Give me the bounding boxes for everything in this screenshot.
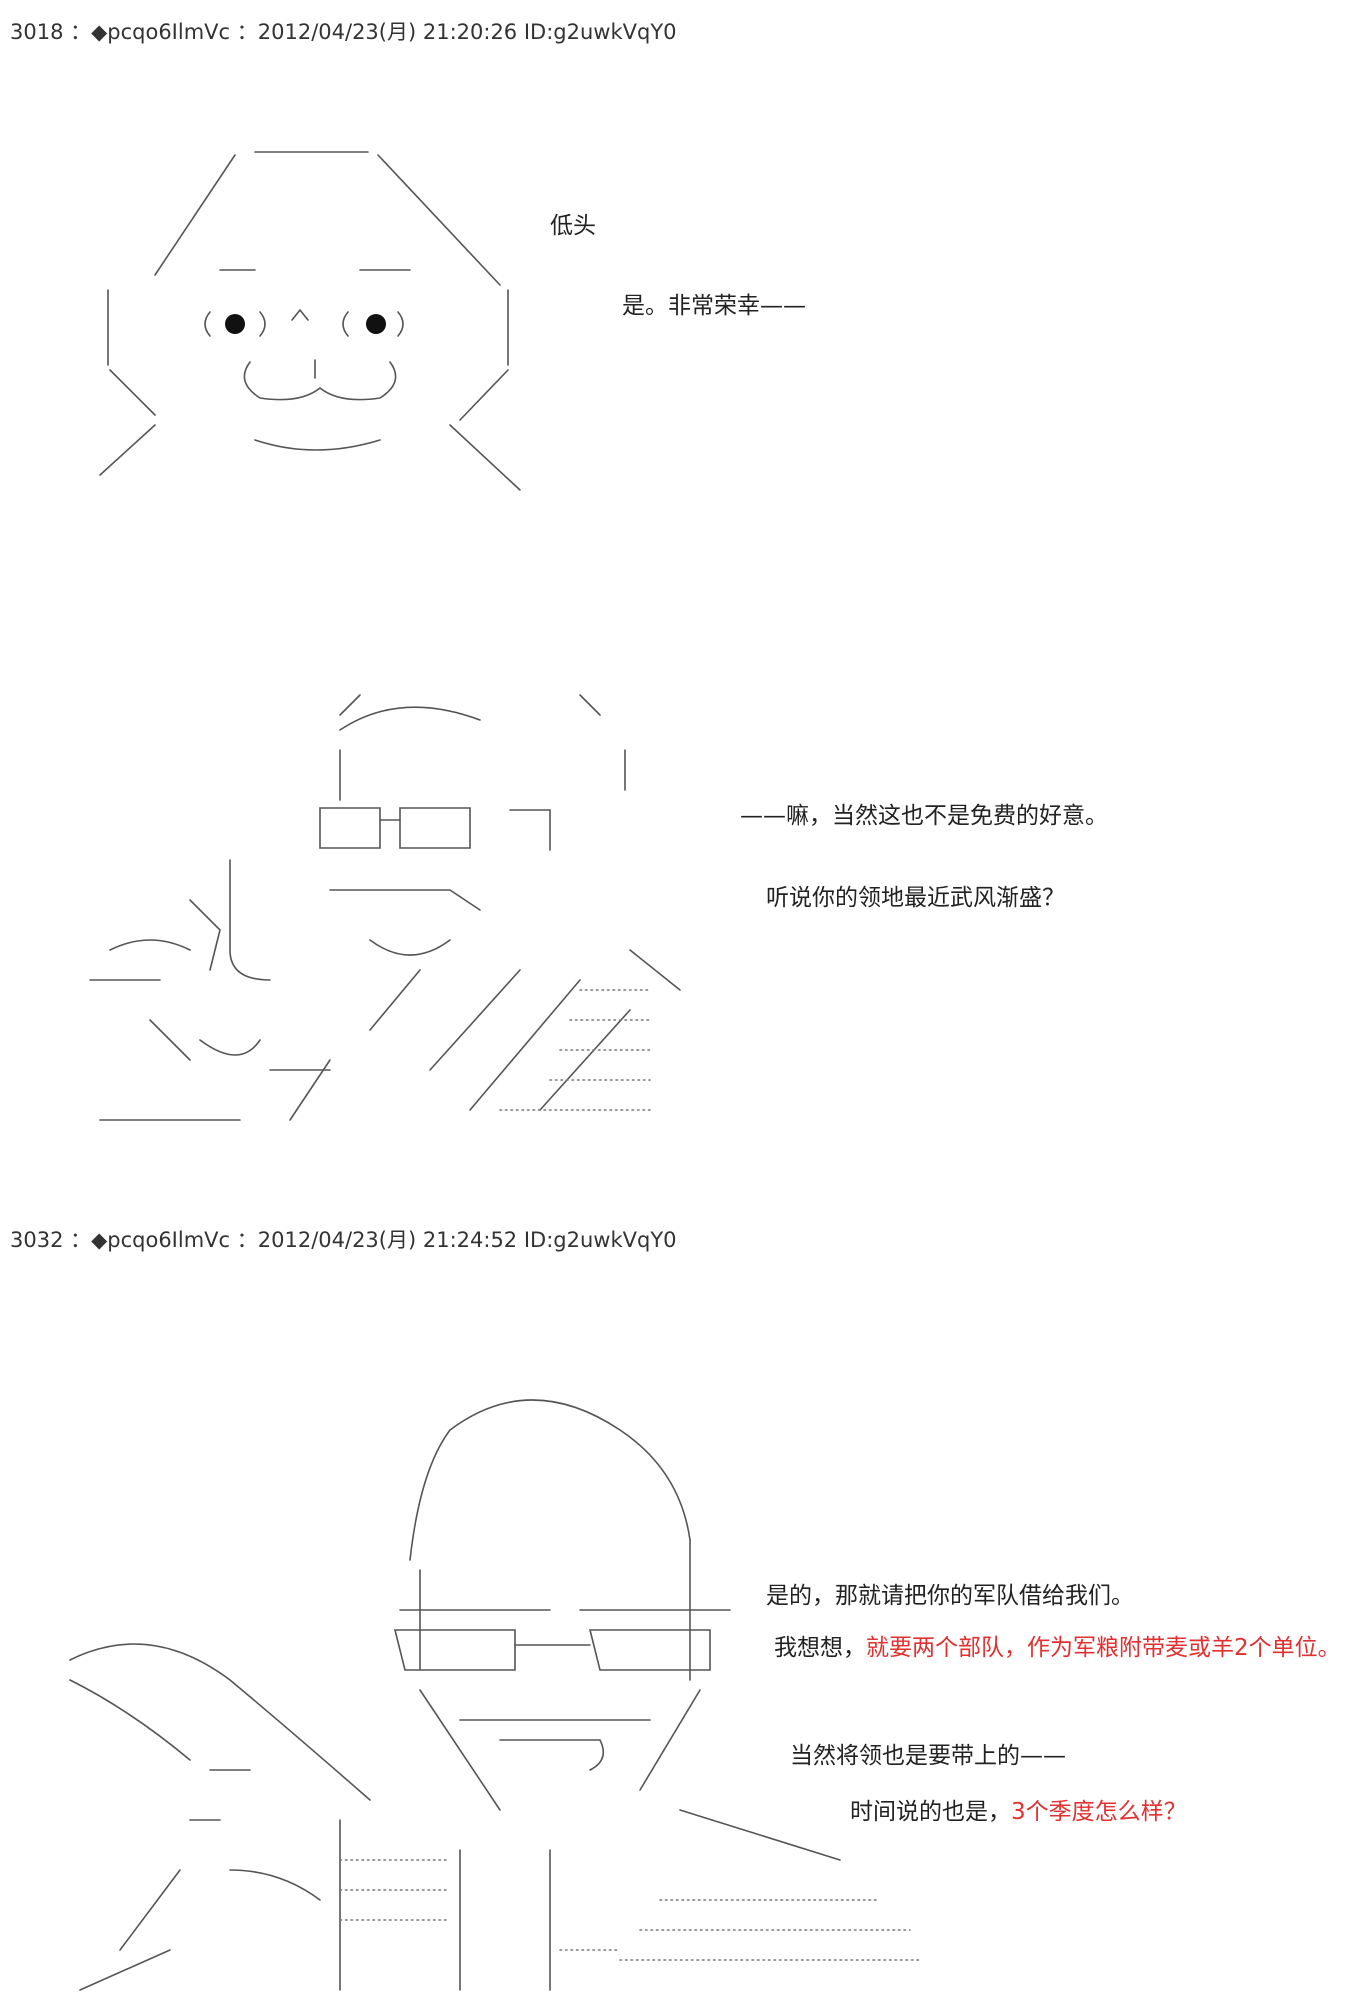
dialog-text-highlight: 就要两个部队，作为军粮附带麦或羊2个单位。 bbox=[866, 1635, 1341, 1661]
dialog-text: 我想想， bbox=[774, 1635, 866, 1661]
dialog-line: 当然将领也是要带上的—— bbox=[790, 1743, 1066, 1769]
post-header: 3018 ：◆pcqo6IlmVc ：2012/04/23(月) 21:20:2… bbox=[10, 20, 677, 44]
dialog-line: 听说你的领地最近武风渐盛？ bbox=[766, 885, 1065, 911]
dialog-text-highlight: 3个季度怎么样？ bbox=[1011, 1799, 1187, 1825]
dialog-line: 是。非常荣幸—— bbox=[622, 293, 806, 319]
dialog-line: 是的，那就请把你的军队借给我们。 bbox=[766, 1583, 1134, 1609]
ascii-art-face bbox=[60, 140, 540, 510]
ascii-art-man-sunglasses bbox=[60, 1390, 930, 2000]
dialog-line: ——嘛，当然这也不是免费的好意。 bbox=[740, 803, 1108, 829]
dialog-line: 低头 bbox=[550, 213, 596, 239]
dialog-line: 我想想，就要两个部队，作为军粮附带麦或羊2个单位。 bbox=[774, 1628, 1341, 1662]
post-header: 3032 ：◆pcqo6IlmVc ：2012/04/23(月) 21:24:5… bbox=[10, 1228, 677, 1252]
ascii-art-man-glasses bbox=[70, 690, 700, 1130]
dialog-text: 时间说的也是， bbox=[850, 1799, 1011, 1825]
dialog-line: 时间说的也是，3个季度怎么样？ bbox=[850, 1792, 1187, 1826]
